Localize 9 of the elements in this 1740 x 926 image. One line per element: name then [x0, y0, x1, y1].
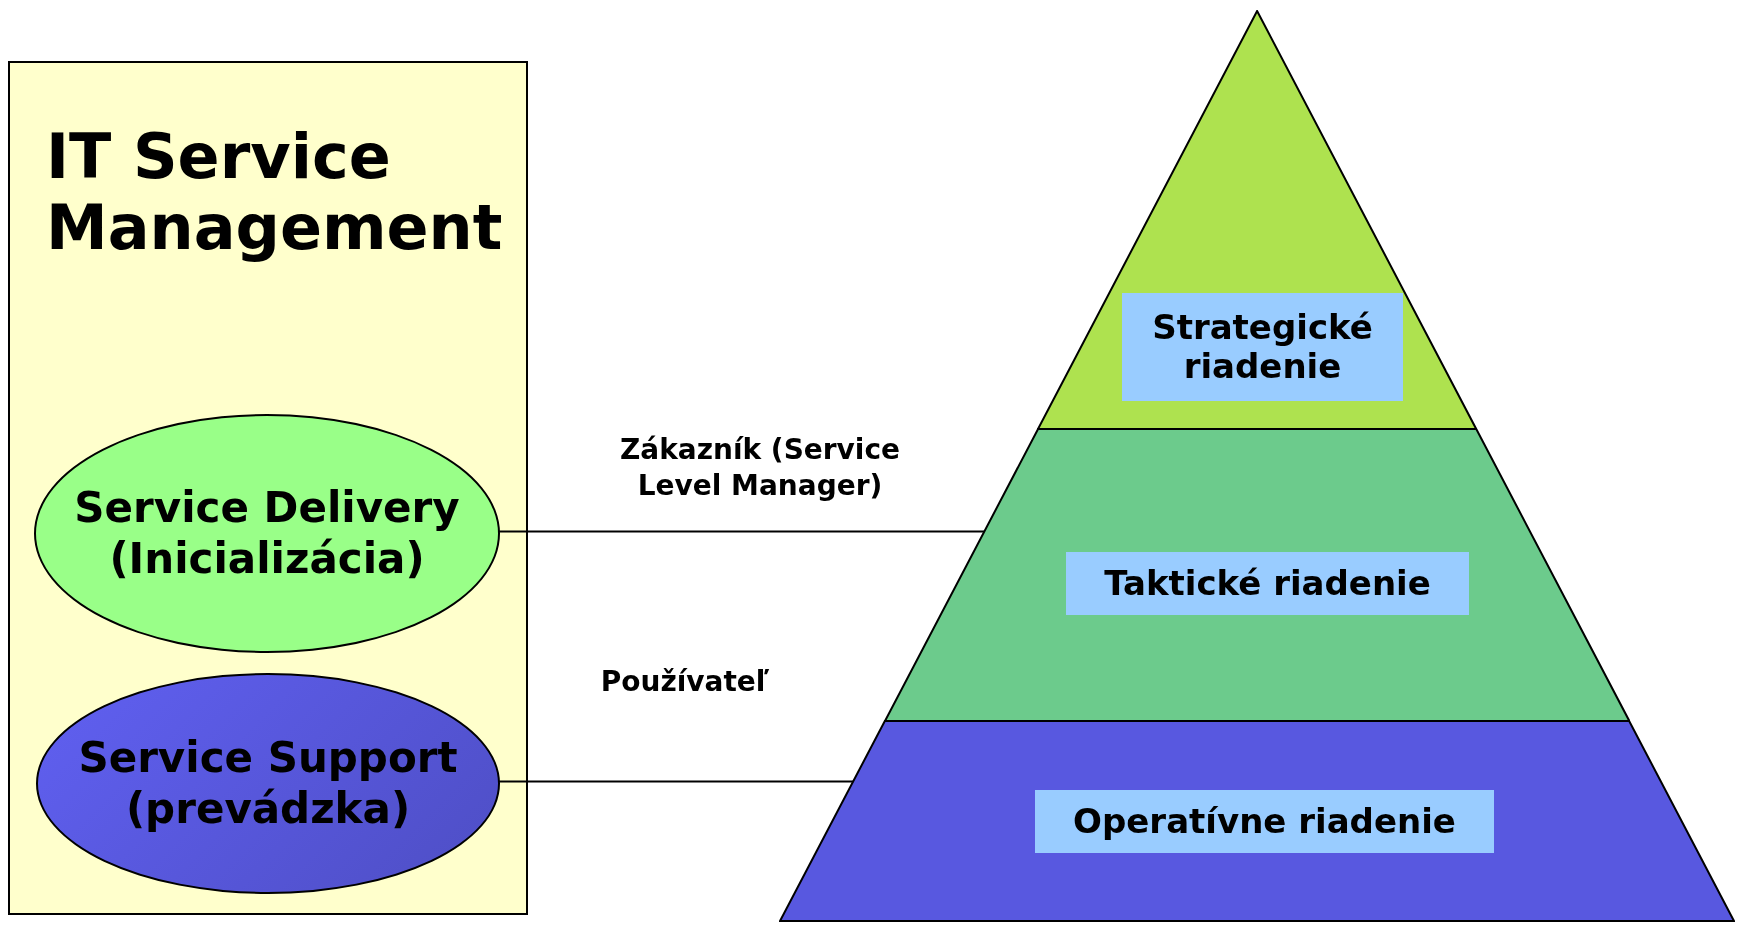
- ellipse-label: Service Support (prevádzka): [77, 733, 459, 834]
- level-label: Taktické riadenie: [1066, 552, 1469, 615]
- level-label: Strategické riadenie: [1122, 293, 1403, 401]
- ellipse-label: Service Delivery (Inicializácia): [73, 483, 461, 584]
- level-label: Operatívne riadenie: [1035, 790, 1494, 853]
- connector-line: [497, 530, 986, 533]
- panel-title: IT Service Management: [46, 121, 504, 264]
- panel-box: [8, 61, 528, 915]
- connector-line: [497, 780, 855, 783]
